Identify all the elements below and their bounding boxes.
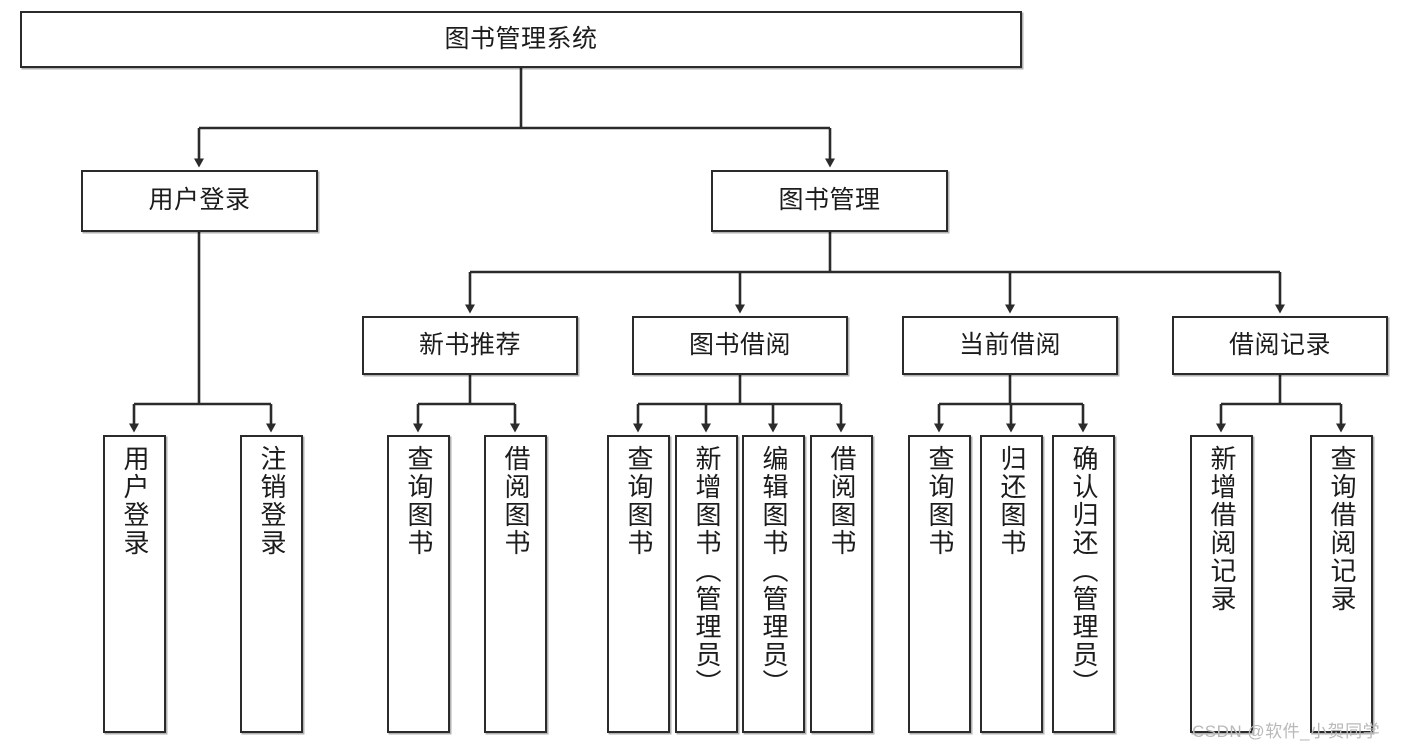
node-leaf-borrow-book-2[interactable]: 借阅图书: [810, 435, 873, 733]
node-current-borrow-label: 当前借阅: [958, 330, 1061, 359]
node-new-book-recommend[interactable]: 新书推荐: [362, 316, 578, 375]
node-borrow-record-label: 借阅记录: [1228, 330, 1331, 359]
node-leaf-query-book-2-label: 查询图书: [624, 445, 655, 557]
node-leaf-add-book-label: 新增图书（管理员）: [692, 445, 723, 697]
node-root-label: 图书管理系统: [444, 24, 598, 53]
node-leaf-confirm-return[interactable]: 确认归还（管理员）: [1052, 435, 1115, 733]
node-leaf-return-book-label: 归还图书: [997, 445, 1028, 557]
node-leaf-query-book-2[interactable]: 查询图书: [607, 435, 670, 733]
node-book-manage-label: 图书管理: [778, 186, 881, 215]
node-leaf-add-book[interactable]: 新增图书（管理员）: [675, 435, 738, 733]
csdn-watermark: CSDN @软件_小贺同学: [1192, 722, 1381, 741]
node-current-borrow[interactable]: 当前借阅: [902, 316, 1118, 375]
node-user-login-label: 用户登录: [148, 186, 251, 215]
node-book-borrow[interactable]: 图书借阅: [632, 316, 848, 375]
node-book-borrow-label: 图书借阅: [688, 330, 791, 359]
node-root[interactable]: 图书管理系统: [20, 11, 1022, 68]
node-leaf-user-login-label: 用户登录: [120, 445, 151, 557]
node-leaf-borrow-book-1-label: 借阅图书: [501, 445, 532, 557]
node-leaf-logout-label: 注销登录: [257, 445, 288, 557]
node-new-book-recommend-label: 新书推荐: [418, 330, 521, 359]
node-leaf-query-book-1-label: 查询图书: [404, 445, 435, 557]
node-leaf-add-record-label: 新增借阅记录: [1207, 445, 1238, 613]
node-leaf-return-book[interactable]: 归还图书: [980, 435, 1043, 733]
node-user-login[interactable]: 用户登录: [81, 170, 318, 232]
node-leaf-borrow-book-1[interactable]: 借阅图书: [484, 435, 547, 733]
node-leaf-query-book-1[interactable]: 查询图书: [387, 435, 450, 733]
node-leaf-query-book-3-label: 查询图书: [925, 445, 956, 557]
node-leaf-logout[interactable]: 注销登录: [240, 435, 303, 733]
node-leaf-query-record-label: 查询借阅记录: [1327, 445, 1358, 613]
node-borrow-record[interactable]: 借阅记录: [1172, 316, 1388, 375]
node-leaf-query-record[interactable]: 查询借阅记录: [1310, 435, 1373, 733]
node-leaf-edit-book-label: 编辑图书（管理员）: [759, 445, 790, 697]
node-leaf-user-login[interactable]: 用户登录: [103, 435, 166, 733]
node-leaf-query-book-3[interactable]: 查询图书: [908, 435, 971, 733]
node-leaf-borrow-book-2-label: 借阅图书: [827, 445, 858, 557]
node-leaf-confirm-return-label: 确认归还（管理员）: [1069, 445, 1100, 697]
node-book-manage[interactable]: 图书管理: [711, 170, 948, 232]
node-leaf-add-record[interactable]: 新增借阅记录: [1190, 435, 1253, 733]
node-leaf-edit-book[interactable]: 编辑图书（管理员）: [742, 435, 805, 733]
